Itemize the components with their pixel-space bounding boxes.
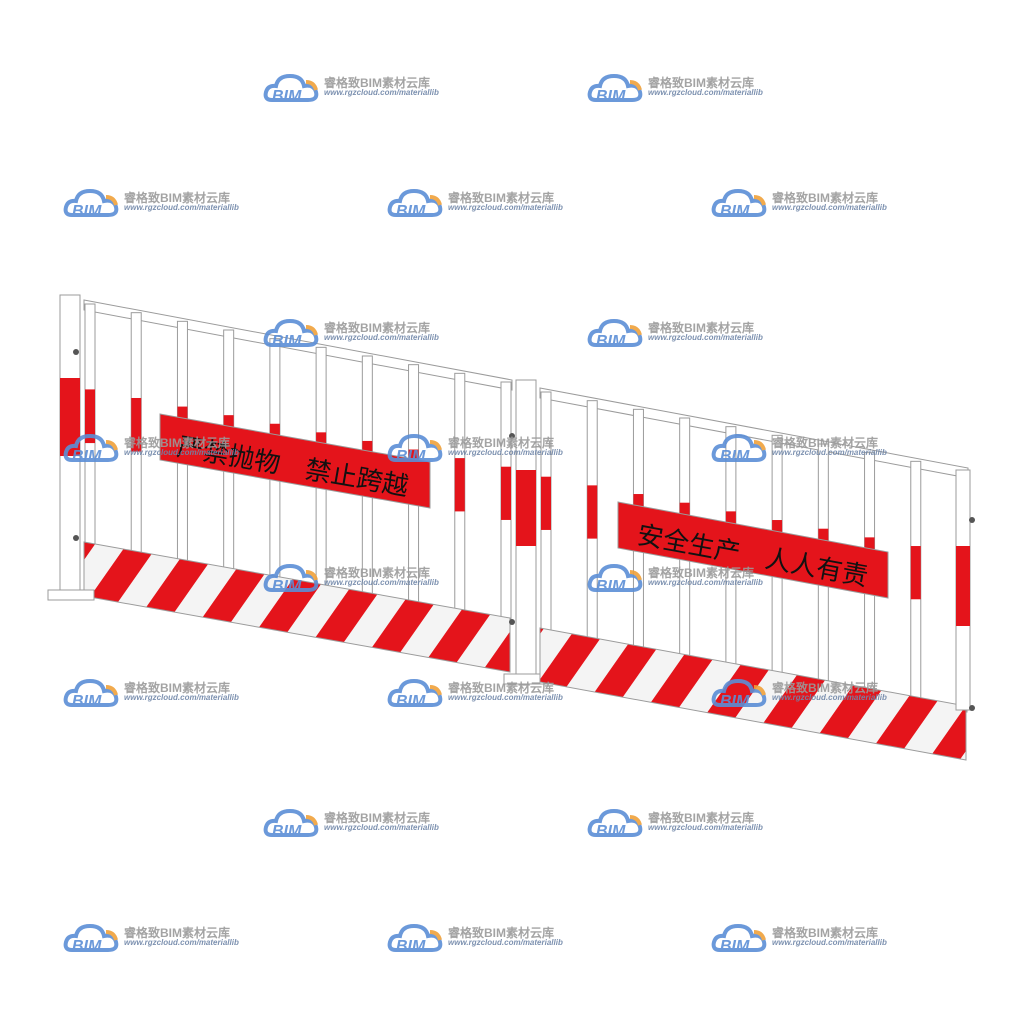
right-bar-red-band	[587, 485, 598, 539]
left-bar-red-band	[501, 466, 511, 520]
right-bar-red-band	[910, 546, 921, 600]
middle-post	[503, 379, 549, 685]
right-fence-panel: 安全生产 人人有责	[539, 387, 975, 761]
left-fence-panel: 严禁抛物 禁止跨越	[47, 294, 513, 673]
left-hazard-kickboard	[83, 541, 511, 673]
right-top-rail	[539, 387, 969, 479]
left-bar-red-band	[85, 389, 95, 444]
left-sign-plate: 严禁抛物 禁止跨越	[159, 413, 431, 509]
left-top-rail	[83, 299, 513, 391]
left-bar-red-band	[131, 397, 142, 452]
right-hazard-kickboard	[539, 627, 967, 761]
right-sign-plate: 安全生产 人人有责	[617, 501, 889, 599]
right-bar-red-band	[541, 476, 551, 530]
left-bar-red-band	[454, 458, 465, 512]
right-end-post	[955, 469, 975, 711]
